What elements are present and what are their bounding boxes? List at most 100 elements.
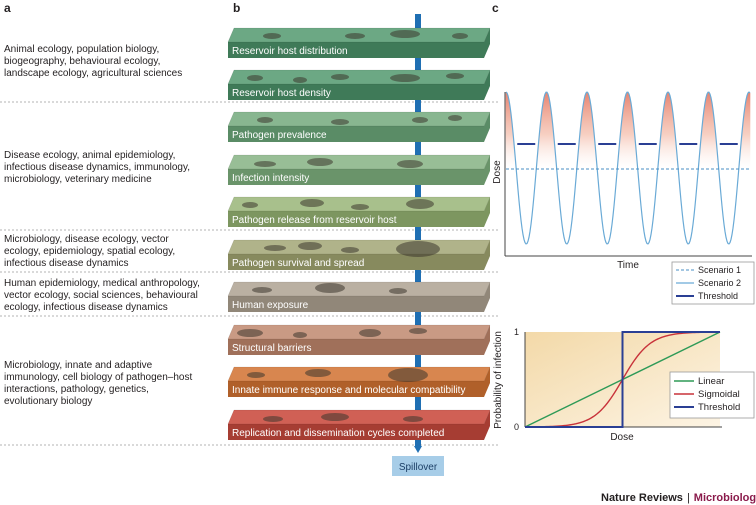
discipline-line: interactions, pathology, genetics,	[4, 384, 149, 395]
panel-label-c: c	[492, 1, 499, 15]
pathway-arrowhead	[414, 446, 422, 453]
barrier-layer: Structural barriers	[227, 324, 491, 355]
layer-hole	[452, 33, 468, 39]
layer-hole	[300, 199, 324, 207]
layer-hole	[331, 119, 349, 125]
legend-sigmoidal: Sigmoidal	[698, 389, 740, 400]
legend-scenario-2: Scenario 2	[698, 278, 741, 288]
layer-hole	[315, 283, 345, 293]
barrier-layer: Innate immune response and molecular com…	[227, 366, 491, 397]
layer-hole	[396, 241, 440, 257]
legend-threshold: Threshold	[698, 402, 740, 413]
discipline-line: vector ecology, social sciences, behavio…	[4, 290, 198, 301]
layer-hole	[390, 74, 420, 82]
layer-side-face	[484, 325, 490, 355]
probability-ticks: 01	[514, 327, 519, 432]
discipline-line: Disease ecology, animal epidemiology,	[4, 150, 175, 161]
footer-section: Microbiology	[694, 492, 756, 504]
layer-label: Innate immune response and molecular com…	[232, 385, 465, 396]
layer-hole	[305, 369, 331, 377]
layer-side-face	[484, 410, 490, 440]
spillover-box	[392, 456, 444, 476]
footer-journal: Nature Reviews | Microbiology	[601, 492, 756, 504]
discipline-line: ecology, infectious disease dynamics	[4, 302, 168, 313]
barrier-layer: Pathogen survival and spread	[227, 239, 491, 270]
layer-hole	[448, 115, 462, 121]
layer-label: Infection intensity	[232, 173, 309, 184]
layer-front-face	[228, 296, 484, 312]
probability-series	[524, 331, 721, 428]
discipline-line: infectious disease dynamics	[4, 258, 129, 269]
layer-hole	[247, 75, 263, 81]
layer-side-face	[484, 282, 490, 312]
panel-label-a: a	[4, 1, 11, 15]
barrier-layer: Reservoir host distribution	[227, 27, 491, 58]
legend-scenario-1: Scenario 1	[698, 265, 741, 275]
layer-hole	[359, 329, 381, 337]
layer-label: Reservoir host density	[232, 88, 331, 99]
legend-linear: Linear	[698, 376, 724, 387]
pathway-pole	[415, 14, 421, 446]
layer-front-face	[228, 169, 484, 185]
footer-journal-name: Nature Reviews	[601, 492, 683, 504]
time-axis-label: Time	[617, 260, 639, 271]
layer-hole	[242, 202, 258, 208]
discipline-line: evolutionary biology	[4, 396, 92, 407]
probability-x-axis-label: Dose	[610, 432, 634, 443]
layer-hole	[388, 368, 428, 382]
footer-separator: |	[687, 492, 690, 504]
layer-hole	[254, 161, 276, 167]
layer-side-face	[484, 197, 490, 227]
panel-label-b: b	[233, 1, 240, 15]
layer-hole	[390, 30, 420, 38]
discipline-list: Animal ecology, population biology,bioge…	[4, 44, 200, 407]
layer-hole	[293, 332, 307, 338]
layer-top-face	[227, 324, 491, 340]
layer-label: Replication and dissemination cycles com…	[232, 428, 444, 439]
discipline-line: landscape ecology, agricultural sciences	[4, 68, 182, 79]
legend-threshold: Threshold	[698, 291, 738, 301]
barrier-layer: Infection intensity	[227, 154, 491, 185]
layer-hole	[397, 160, 423, 168]
layer-hole	[341, 247, 359, 253]
layer-hole	[331, 74, 349, 80]
layer-label: Pathogen survival and spread	[232, 258, 364, 269]
probability-axis-label: Probability of infection	[493, 331, 504, 429]
layer-hole	[252, 287, 272, 293]
layer-hole	[257, 117, 273, 123]
layer-side-face	[484, 112, 490, 142]
dose-curves	[505, 91, 751, 245]
discipline-line: biogeography, behavioural ecology,	[4, 56, 160, 67]
probability-tick-label: 1	[514, 327, 519, 337]
probability-tick-label: 0	[514, 422, 519, 432]
layer-hole	[389, 288, 407, 294]
layer-hole	[403, 416, 423, 422]
layer-label: Structural barriers	[232, 343, 311, 354]
layer-side-face	[484, 28, 490, 58]
layer-hole	[264, 245, 286, 251]
discipline-line: ecology, epidemiology, spatial ecology,	[4, 246, 175, 257]
barrier-layer: Replication and dissemination cycles com…	[227, 409, 491, 440]
dose-axis-label: Dose	[492, 160, 503, 184]
layer-hole	[351, 204, 369, 210]
layer-hole	[247, 372, 265, 378]
discipline-line: Microbiology, innate and adaptive	[4, 360, 153, 371]
layer-label: Human exposure	[232, 300, 309, 311]
layer-side-face	[484, 155, 490, 185]
series-threshold-line	[525, 331, 720, 428]
layer-front-face	[228, 42, 484, 58]
layer-hole	[446, 73, 464, 79]
discipline-line: Animal ecology, population biology,	[4, 44, 159, 55]
discipline-line: microbiology, veterinary medicine	[4, 174, 152, 185]
layer-label: Pathogen release from reservoir host	[232, 215, 397, 226]
barrier-layer: Reservoir host density	[227, 69, 491, 100]
layer-side-face	[484, 240, 490, 270]
layer-front-face	[228, 254, 484, 270]
layer-hole	[307, 158, 333, 166]
layer-side-face	[484, 367, 490, 397]
layer-side-face	[484, 70, 490, 100]
dose-peak-shading	[505, 92, 751, 169]
